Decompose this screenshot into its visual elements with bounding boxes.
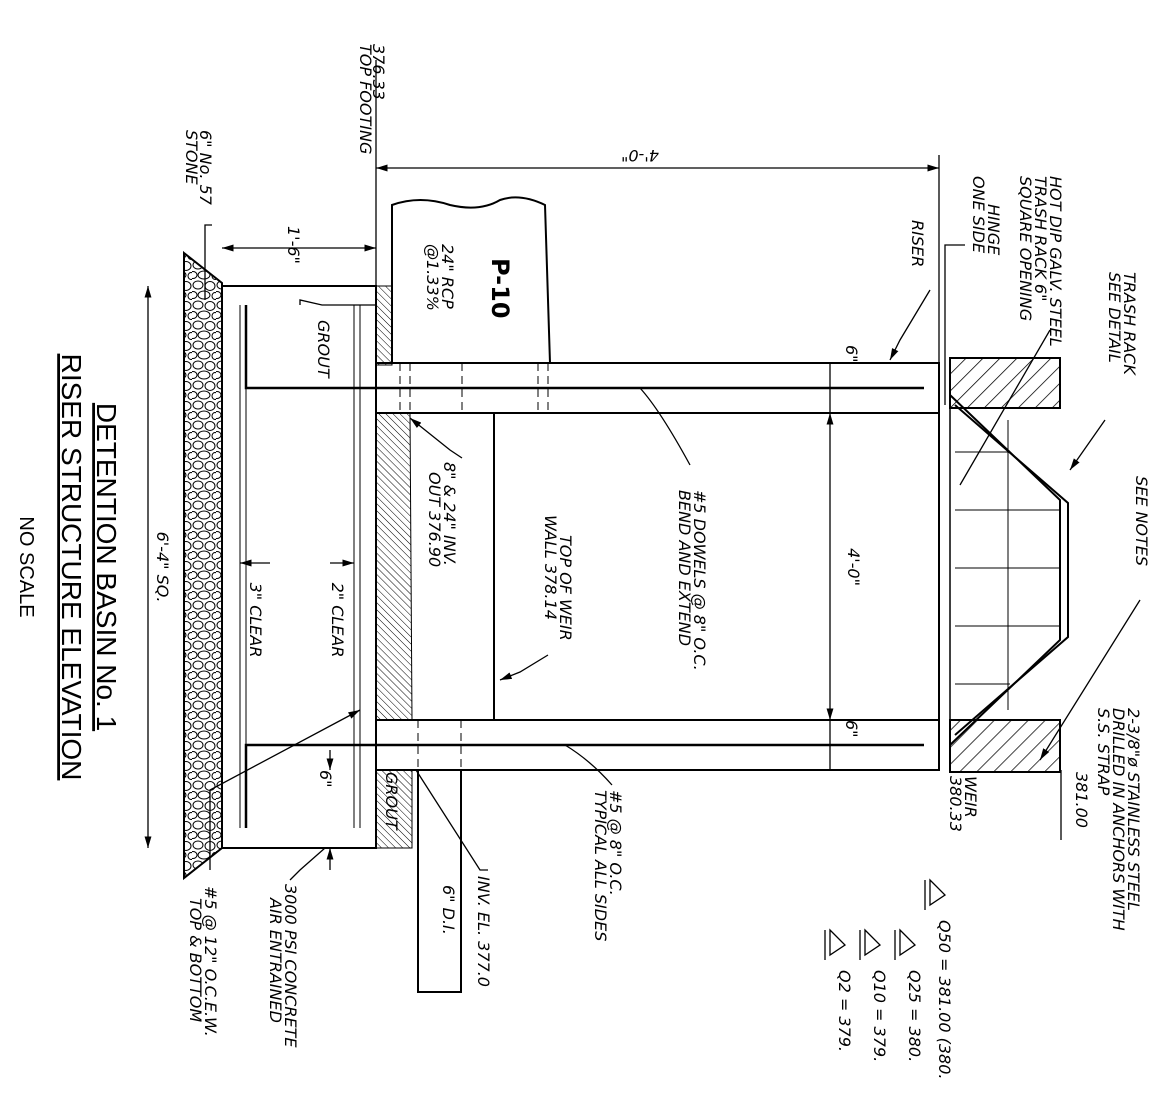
- q50-triangle-icon: [929, 878, 947, 907]
- stone-label-2: STONE: [182, 130, 201, 185]
- inv-label-1: 8" & 24" INV.: [440, 462, 459, 566]
- top-footing-elevation: 376.33: [369, 44, 388, 100]
- di-pipe: [417, 769, 462, 993]
- grout-label-1: GROUT: [314, 320, 333, 379]
- anchor-label-3: S.S. STRAP: [1094, 708, 1113, 796]
- q50-value: Q50 = 381.00 (380.: [935, 920, 954, 1079]
- dowel-bottom: [244, 743, 924, 828]
- dim-6-bottom: 6": [842, 720, 861, 738]
- anchor-label-1: 2-3/8"ø STAINLESS STEEL: [1124, 708, 1143, 911]
- top-slab-right: [949, 719, 1061, 773]
- dim-4-0-top: 4'-0": [621, 146, 659, 165]
- q2-triangle-icon: [829, 928, 847, 957]
- concrete-label-2: AIR ENTRAINED: [266, 897, 285, 1023]
- weir-wall: [375, 412, 495, 721]
- galv-label-3: SQUARE OPENING: [1016, 176, 1035, 321]
- galv-label-4: HINGE: [984, 204, 1003, 256]
- q25-value: Q25 = 380.: [905, 970, 924, 1062]
- anchor-label-2: DRILLED IN ANCHORS WITH: [1109, 708, 1128, 931]
- elevation-381: 381.00: [1072, 772, 1091, 828]
- drawing-subtitle: RISER STRUCTURE ELEVATION: [56, 354, 87, 781]
- inv-el-label: INV. EL. 377.0: [474, 876, 493, 987]
- dim-1-6: 1'-6": [284, 226, 303, 264]
- drawing-title: DETENTION BASIN No. 1: [91, 403, 122, 731]
- trash-rack-grid: [955, 420, 1060, 710]
- water-surface-table: Q50 = 381.00 (380. Q25 = 380. Q10 = 379.…: [824, 878, 954, 1079]
- pipe-p10: [391, 196, 551, 364]
- galv-label-1: HOT DIP GALV. STEEL: [1046, 176, 1065, 347]
- q10-value: Q10 = 379.: [870, 970, 889, 1062]
- pipe-size: 24" RCP: [438, 244, 457, 309]
- stone-label-1: 6" No. 57: [196, 130, 215, 206]
- weir-label-1: WEIR: [961, 776, 980, 818]
- dowel-top: [244, 305, 924, 390]
- annotations: DETENTION BASIN No. 1 RISER STRUCTURE EL…: [15, 44, 1151, 1079]
- grout-top: [375, 285, 393, 366]
- trash-rack-label-2: SEE DETAIL: [1105, 272, 1124, 363]
- scale-note: NO SCALE: [15, 516, 37, 617]
- top-footing-label: TOP FOOTING: [356, 44, 375, 154]
- trash-rack-label-1: TRASH RACK: [1120, 272, 1139, 376]
- dim-6-top: 6": [842, 345, 861, 363]
- q2-value: Q2 = 379.: [835, 970, 854, 1052]
- dim-6-footing: 6": [316, 770, 335, 788]
- galv-label-5: ONE SIDE: [969, 176, 988, 254]
- di-label: 6" D.I.: [439, 885, 458, 935]
- weir-top-label-1: TOP OF WEIR: [556, 535, 575, 641]
- dowels-label-2: BEND AND EXTEND: [675, 490, 694, 646]
- weir-label-2: 380.33: [946, 776, 965, 832]
- rebar-label-2: TYPICAL ALL SIDES: [591, 790, 610, 941]
- dowels-label-1: #5 DOWELS @ 8" O.C.: [690, 490, 709, 671]
- dim-6-4-sq: 6'-4" SQ.: [153, 532, 172, 603]
- structure: [183, 196, 1069, 993]
- riser-label: RISER: [908, 220, 927, 267]
- footing-rebar-1: #5 @ 12" O.C.E.W.: [201, 886, 220, 1037]
- concrete-label-1: 3000 PSI CONCRETE: [281, 884, 300, 1048]
- q10-triangle-icon: [864, 928, 882, 957]
- dimension-lines: [144, 60, 1141, 881]
- see-notes-label: SEE NOTES: [1132, 476, 1151, 566]
- pipe-id: P-10: [486, 258, 514, 319]
- stone-bedding: [183, 250, 223, 881]
- clear-2: 2" CLEAR: [328, 583, 347, 658]
- galv-label-2: TRASH RACK 6": [1031, 176, 1050, 301]
- grout-lower: [375, 412, 413, 721]
- dim-4-0-inner: 4'-0": [844, 548, 863, 586]
- weir-top-label-2: WALL 378.14: [541, 515, 560, 620]
- footing-rebar-2: TOP & BOTTOM: [186, 898, 205, 1022]
- pipe-slope: @1.33%: [423, 244, 442, 311]
- q25-triangle-icon: [899, 928, 917, 957]
- grout-label-2: GROUT: [382, 772, 401, 831]
- rebar-label-1: #5 @ 8" O.C.: [606, 790, 625, 896]
- inv-label-2: OUT 376.90: [425, 472, 444, 567]
- clear-3: 3" CLEAR: [246, 583, 265, 658]
- top-slab-left: [949, 357, 1061, 409]
